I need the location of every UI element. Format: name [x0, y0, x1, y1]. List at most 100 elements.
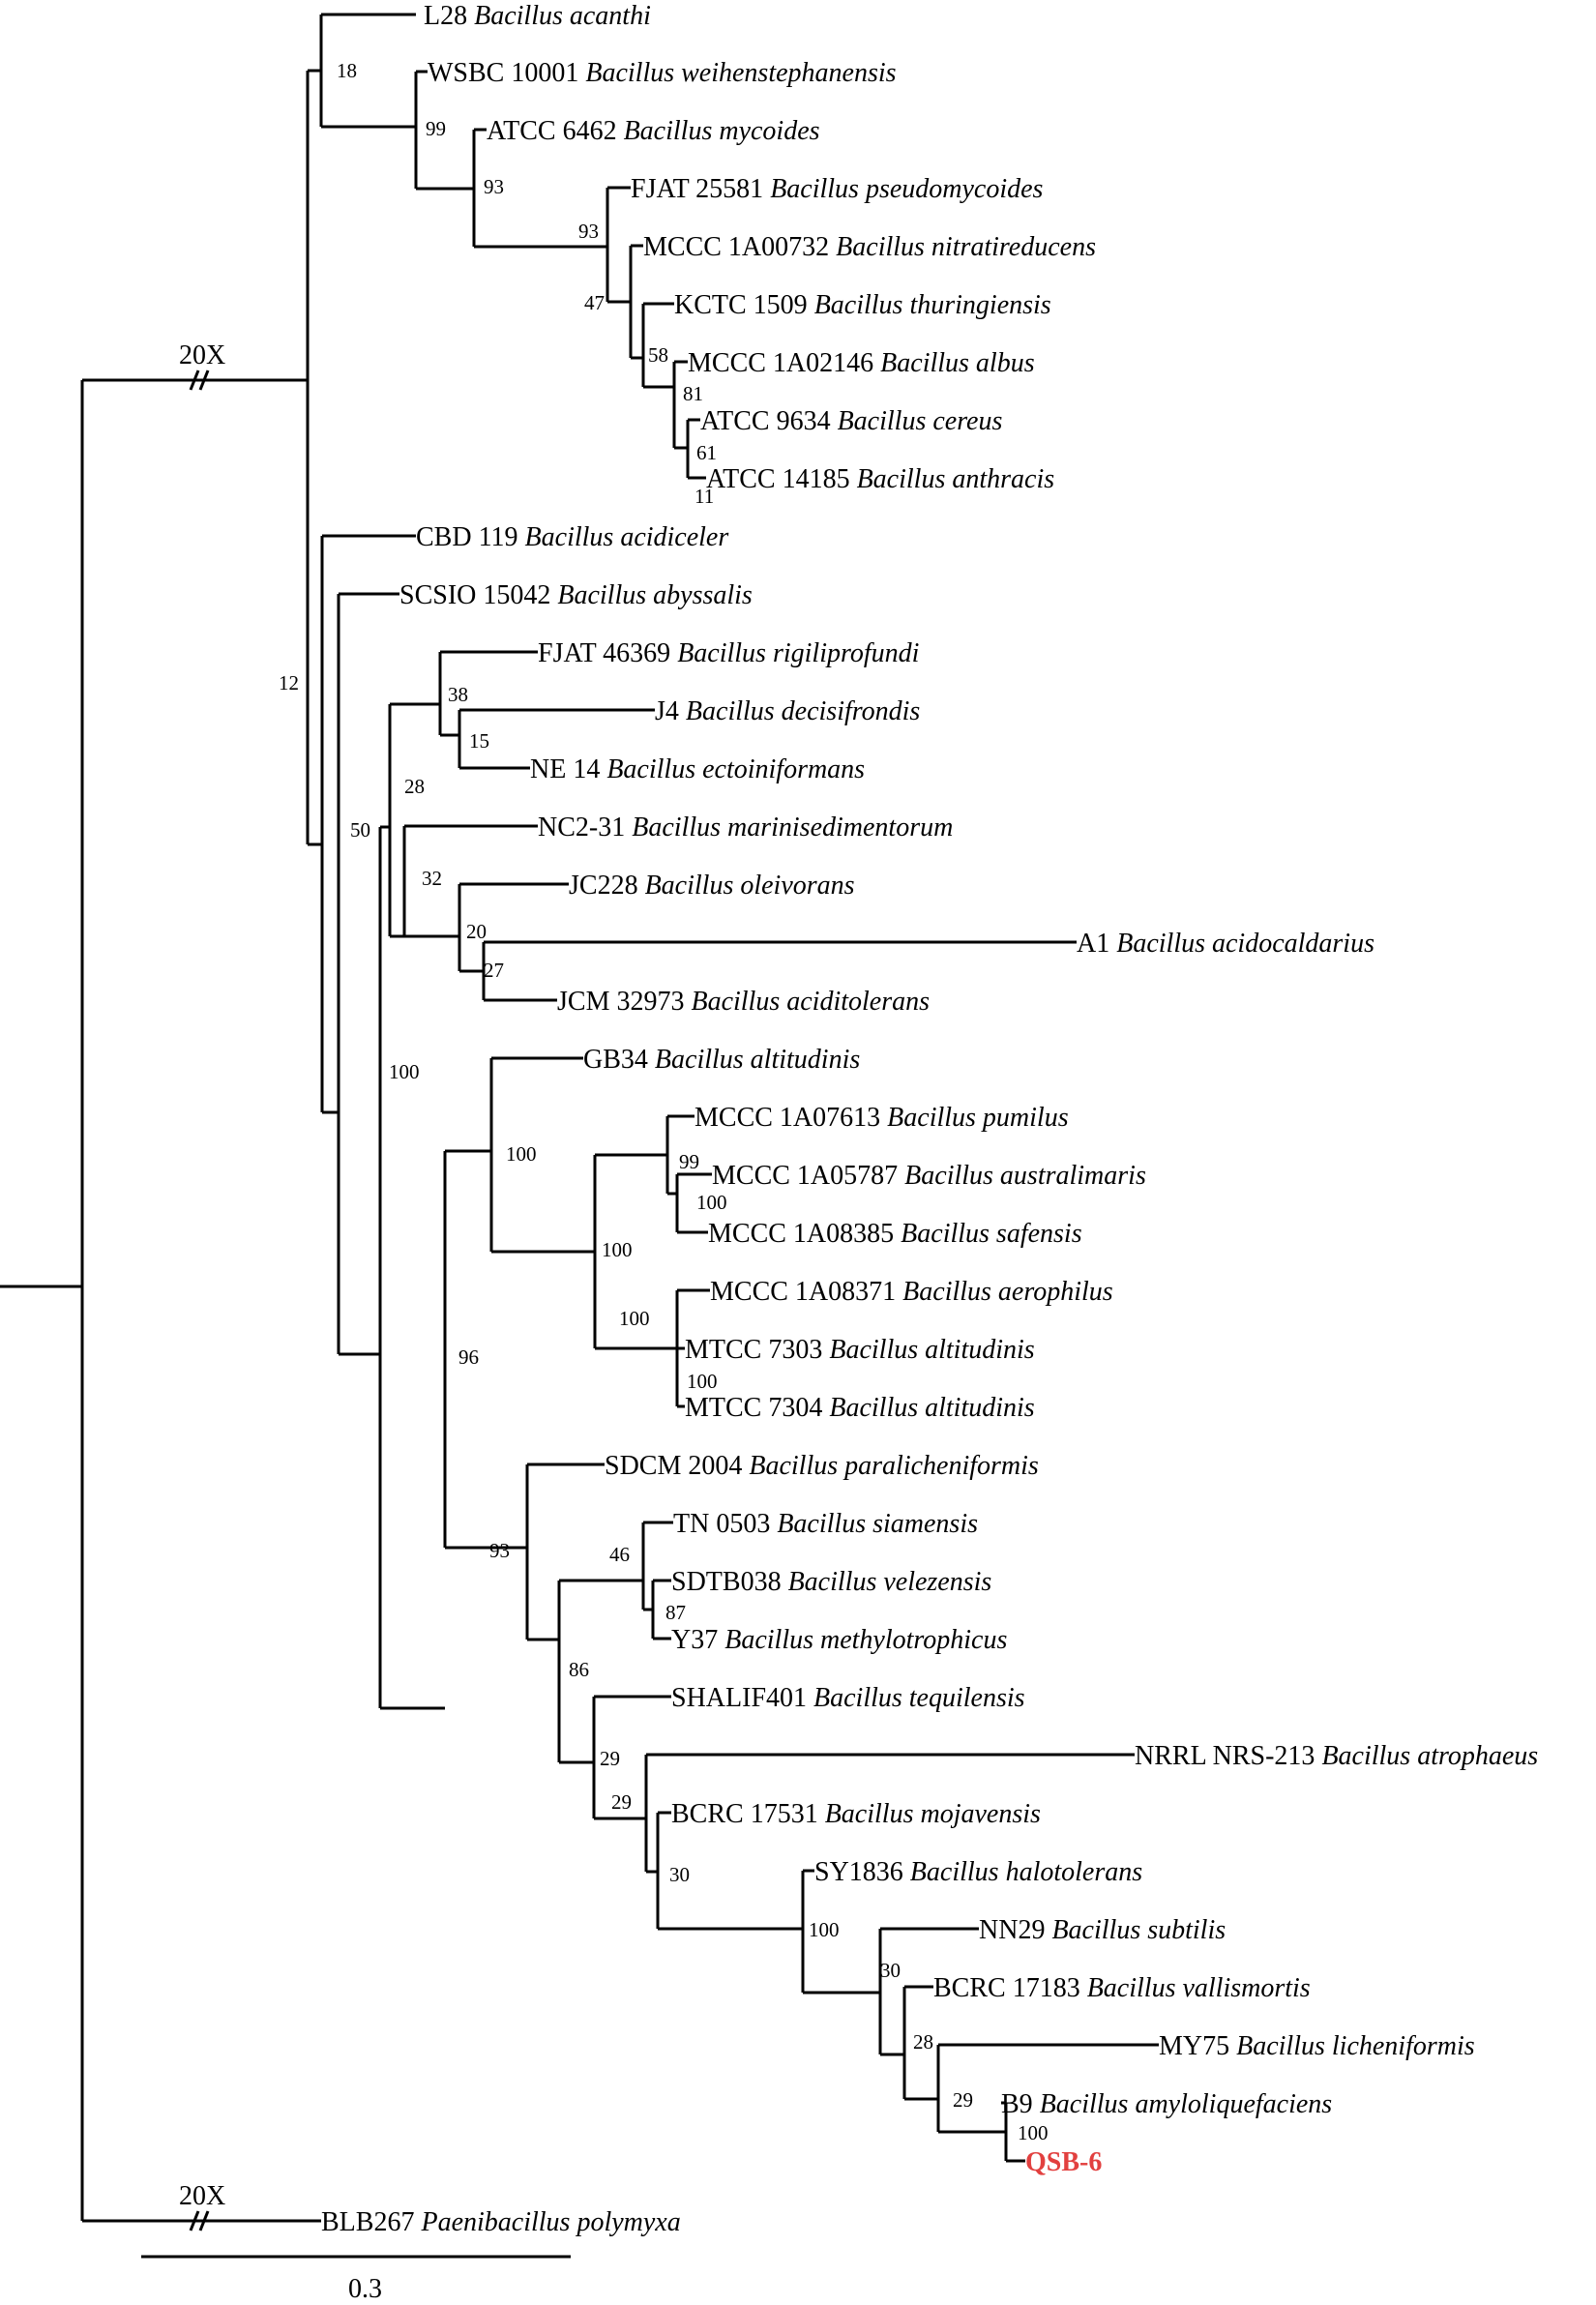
leaf-species: Bacillus australimaris	[898, 1161, 1146, 1191]
bootstrap-value: 12	[279, 671, 299, 694]
bootstrap-value: 61	[696, 441, 717, 464]
leaf-label: NRRL NRS-213 Bacillus atrophaeus	[1135, 1741, 1538, 1771]
bootstrap-value: 20	[466, 920, 487, 943]
leaf-species: Bacillus marinisedimentorum	[625, 813, 953, 842]
leaf-label: MCCC 1A00732 Bacillus nitratireducens	[643, 232, 1096, 262]
bootstrap-value: 50	[350, 818, 370, 842]
leaf-strain: MCCC 1A07613	[695, 1103, 880, 1133]
leaf-strain: WSBC 10001	[428, 58, 578, 88]
leaf-strain: KCTC 1509	[674, 290, 808, 320]
leaf-species: Bacillus cereus	[831, 406, 1003, 436]
leaf-strain: BCRC 17531	[671, 1799, 818, 1829]
scale-bar-label: 0.3	[348, 2274, 382, 2304]
leaf-label: MCCC 1A05787 Bacillus australimaris	[712, 1161, 1146, 1191]
leaf-strain: GB34	[583, 1045, 648, 1075]
leaf-species: Bacillus acidocaldarius	[1109, 929, 1374, 959]
leaf-species: Bacillus siamensis	[770, 1509, 978, 1539]
leaf-species: Bacillus decisifrondis	[679, 696, 920, 726]
leaf-label: A1 Bacillus acidocaldarius	[1077, 929, 1374, 959]
leaf-strain: NC2-31	[538, 813, 625, 842]
bootstrap-value: 47	[584, 291, 605, 314]
leaf-species: Bacillus altitudinis	[648, 1045, 860, 1075]
bootstrap-value: 93	[578, 220, 599, 243]
leaf-label: BCRC 17183 Bacillus vallismortis	[933, 1973, 1311, 2003]
break-mark	[189, 369, 200, 391]
leaf-strain: MCCC 1A08385	[708, 1219, 894, 1249]
leaf-label: KCTC 1509 Bacillus thuringiensis	[674, 290, 1051, 320]
leaf-label: TN 0503 Bacillus siamensis	[673, 1509, 978, 1539]
bootstrap-value: 99	[426, 117, 446, 140]
bootstrap-value: 100	[696, 1191, 727, 1214]
leaf-species: Bacillus weihenstephanensis	[578, 58, 896, 88]
break-label: 20X	[179, 340, 225, 370]
bootstrap-value: 28	[404, 775, 425, 798]
leaf-species: Bacillus pseudomycoides	[763, 174, 1043, 204]
break-label: 20X	[179, 2181, 225, 2211]
leaf-strain: NRRL NRS-213	[1135, 1741, 1315, 1771]
leaf-species: Bacillus rigiliprofundi	[670, 638, 919, 668]
leaf-label: MCCC 1A02146 Bacillus albus	[688, 348, 1035, 378]
leaf-species: Bacillus altitudinis	[822, 1393, 1034, 1423]
bootstrap-value: 100	[389, 1060, 420, 1083]
leaf-strain: SY1836	[814, 1857, 903, 1887]
leaf-label: ATCC 14185 Bacillus anthracis	[706, 464, 1054, 494]
leaf-label: MTCC 7303 Bacillus altitudinis	[685, 1335, 1035, 1365]
leaf-label: JC228 Bacillus oleivorans	[569, 871, 855, 901]
leaf-strain: BLB267	[321, 2207, 414, 2237]
leaf-strain: FJAT 25581	[631, 174, 763, 204]
leaf-species: Bacillus oleivorans	[638, 871, 855, 901]
leaf-label: NN29 Bacillus subtilis	[979, 1915, 1226, 1945]
leaf-label: ATCC 6462 Bacillus mycoides	[487, 116, 820, 146]
bootstrap-value: 18	[337, 59, 357, 82]
leaf-strain: MY75	[1159, 2031, 1229, 2061]
bootstrap-value: 27	[484, 959, 504, 982]
leaf-label: FJAT 46369 Bacillus rigiliprofundi	[538, 638, 919, 668]
leaf-species: Bacillus nitratireducens	[829, 232, 1096, 262]
bootstrap-value: 11	[695, 485, 714, 508]
bootstrap-value: 87	[665, 1601, 686, 1624]
bootstrap-value: 99	[679, 1150, 699, 1173]
bootstrap-value: 93	[484, 175, 504, 198]
leaf-species: Bacillus aerophilus	[896, 1277, 1113, 1307]
bootstrap-value: 15	[469, 729, 489, 753]
bootstrap-value: 29	[953, 2088, 973, 2112]
bootstrap-value: 86	[569, 1658, 589, 1681]
leaf-label: MCCC 1A08385 Bacillus safensis	[708, 1219, 1082, 1249]
leaf-strain: SDCM 2004	[605, 1451, 742, 1481]
leaf-label: JCM 32973 Bacillus aciditolerans	[557, 987, 930, 1017]
leaf-strain: B9	[1001, 2089, 1033, 2119]
leaf-label: CBD 119 Bacillus acidiceler	[416, 522, 728, 552]
leaf-strain: MCCC 1A05787	[712, 1161, 898, 1191]
leaf-species: Bacillus albus	[873, 348, 1035, 378]
bootstrap-value: 28	[913, 2030, 933, 2054]
leaf-label: NC2-31 Bacillus marinisedimentorum	[538, 813, 953, 842]
leaf-species: Bacillus mycoides	[617, 116, 820, 146]
bootstrap-values: 1899939347588161111250381528322027100100…	[279, 59, 1049, 2144]
bootstrap-value: 100	[809, 1918, 840, 1941]
leaf-label: BCRC 17531 Bacillus mojavensis	[671, 1799, 1041, 1829]
leaf-label: Y37 Bacillus methylotrophicus	[671, 1625, 1007, 1655]
leaf-label: SDTB038 Bacillus velezensis	[671, 1567, 991, 1597]
leaf-strain: J4	[655, 696, 679, 726]
leaf-species: Bacillus licheniformis	[1229, 2031, 1475, 2061]
leaf-label: WSBC 10001 Bacillus weihenstephanensis	[428, 58, 897, 88]
bootstrap-value: 30	[880, 1959, 901, 1982]
leaf-label: SDCM 2004 Bacillus paralicheniformis	[605, 1451, 1039, 1481]
leaf-label: MTCC 7304 Bacillus altitudinis	[685, 1393, 1035, 1423]
leaf-strain: ATCC 6462	[487, 116, 617, 146]
bootstrap-value: 96	[458, 1345, 479, 1369]
leaf-label: J4 Bacillus decisifrondis	[655, 696, 920, 726]
bootstrap-value: 93	[489, 1539, 510, 1562]
leaf-label: MCCC 1A08371 Bacillus aerophilus	[710, 1277, 1113, 1307]
bootstrap-value: 32	[422, 867, 442, 890]
leaf-strain: JC228	[569, 871, 638, 901]
leaf-label: SY1836 Bacillus halotolerans	[814, 1857, 1142, 1887]
leaf-species: Bacillus aciditolerans	[684, 987, 930, 1017]
leaf-strain: L28	[424, 1, 467, 31]
bootstrap-value: 29	[600, 1747, 620, 1770]
leaf-label: QSB-6	[1025, 2147, 1102, 2177]
leaf-species: Paenibacillus polymyxa	[414, 2207, 680, 2237]
leaf-label: MCCC 1A07613 Bacillus pumilus	[695, 1103, 1069, 1133]
leaf-strain: ATCC 9634	[700, 406, 831, 436]
